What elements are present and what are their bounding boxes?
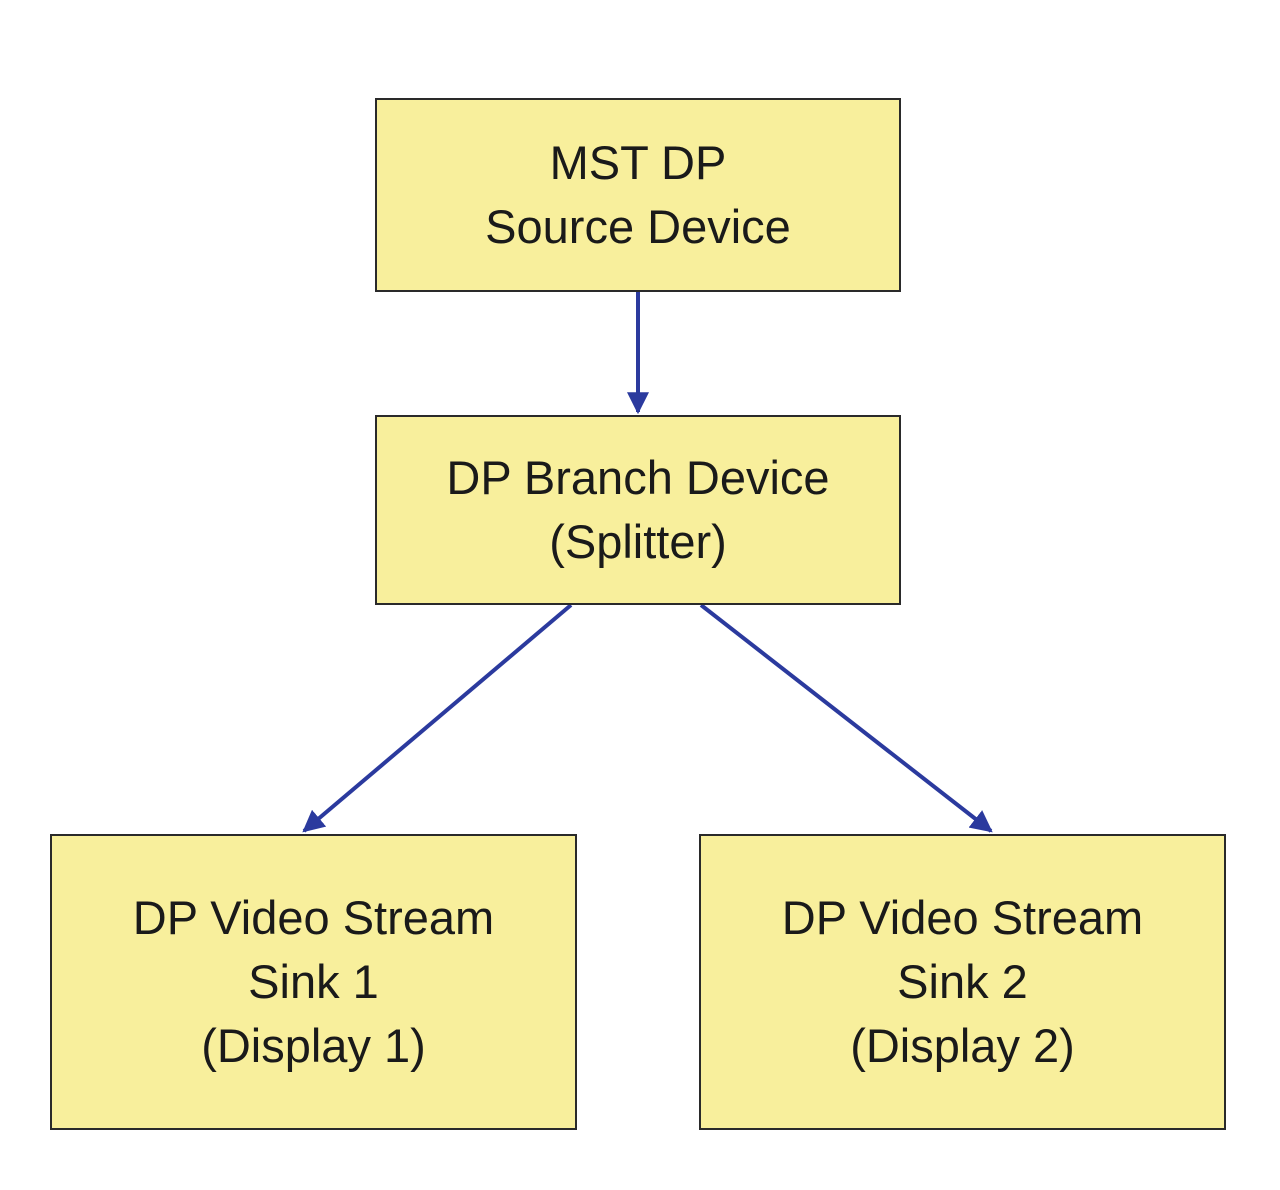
edge-branch-to-sink1: [302, 603, 573, 833]
node-label-line: (Splitter): [549, 515, 727, 568]
node-label-line: DP Branch Device: [446, 451, 830, 504]
node-dp-video-stream-sink-1: DP Video Stream Sink 1 (Display 1): [50, 834, 577, 1130]
node-label-line: (Display 2): [850, 1019, 1075, 1072]
node-label-line: DP Video Stream: [781, 891, 1144, 944]
node-label-line: Source Device: [485, 200, 791, 253]
node-dp-branch-device: DP Branch Device (Splitter): [375, 415, 901, 605]
node-label-line: Sink 2: [897, 955, 1028, 1008]
node-dp-video-stream-sink-2: DP Video Stream Sink 2 (Display 2): [699, 834, 1226, 1130]
node-mst-dp-source-device: MST DP Source Device: [375, 98, 901, 292]
node-label-line: (Display 1): [201, 1019, 426, 1072]
node-label-line: Sink 1: [248, 955, 379, 1008]
node-label-line: MST DP: [549, 136, 727, 189]
node-label-line: DP Video Stream: [132, 891, 495, 944]
edge-branch-to-sink2: [699, 603, 993, 833]
